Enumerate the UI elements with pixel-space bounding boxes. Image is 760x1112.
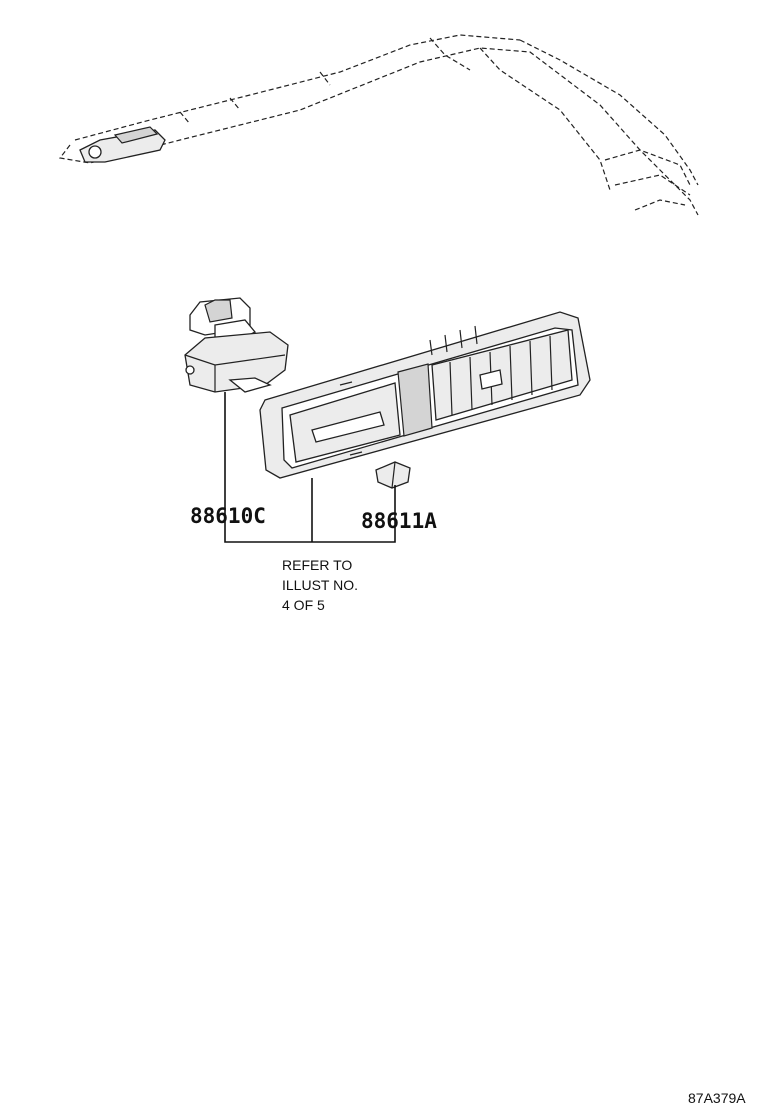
knob-88611a: [375, 461, 411, 489]
note-line-3: 4 OF 5: [282, 597, 325, 613]
switch-88610c: [184, 297, 289, 393]
air-duct-assembly: [58, 34, 699, 216]
part-label-88611a: 88611A: [361, 509, 437, 533]
duct-connector: [79, 126, 166, 163]
note-line-1: REFER TO: [282, 557, 352, 573]
part-label-88610c: 88610C: [190, 504, 266, 528]
leader-lines: [224, 392, 396, 543]
note-line-2: ILLUST NO.: [282, 577, 358, 593]
figure-id: 87A379A: [688, 1090, 746, 1106]
vent-register: [259, 311, 591, 479]
